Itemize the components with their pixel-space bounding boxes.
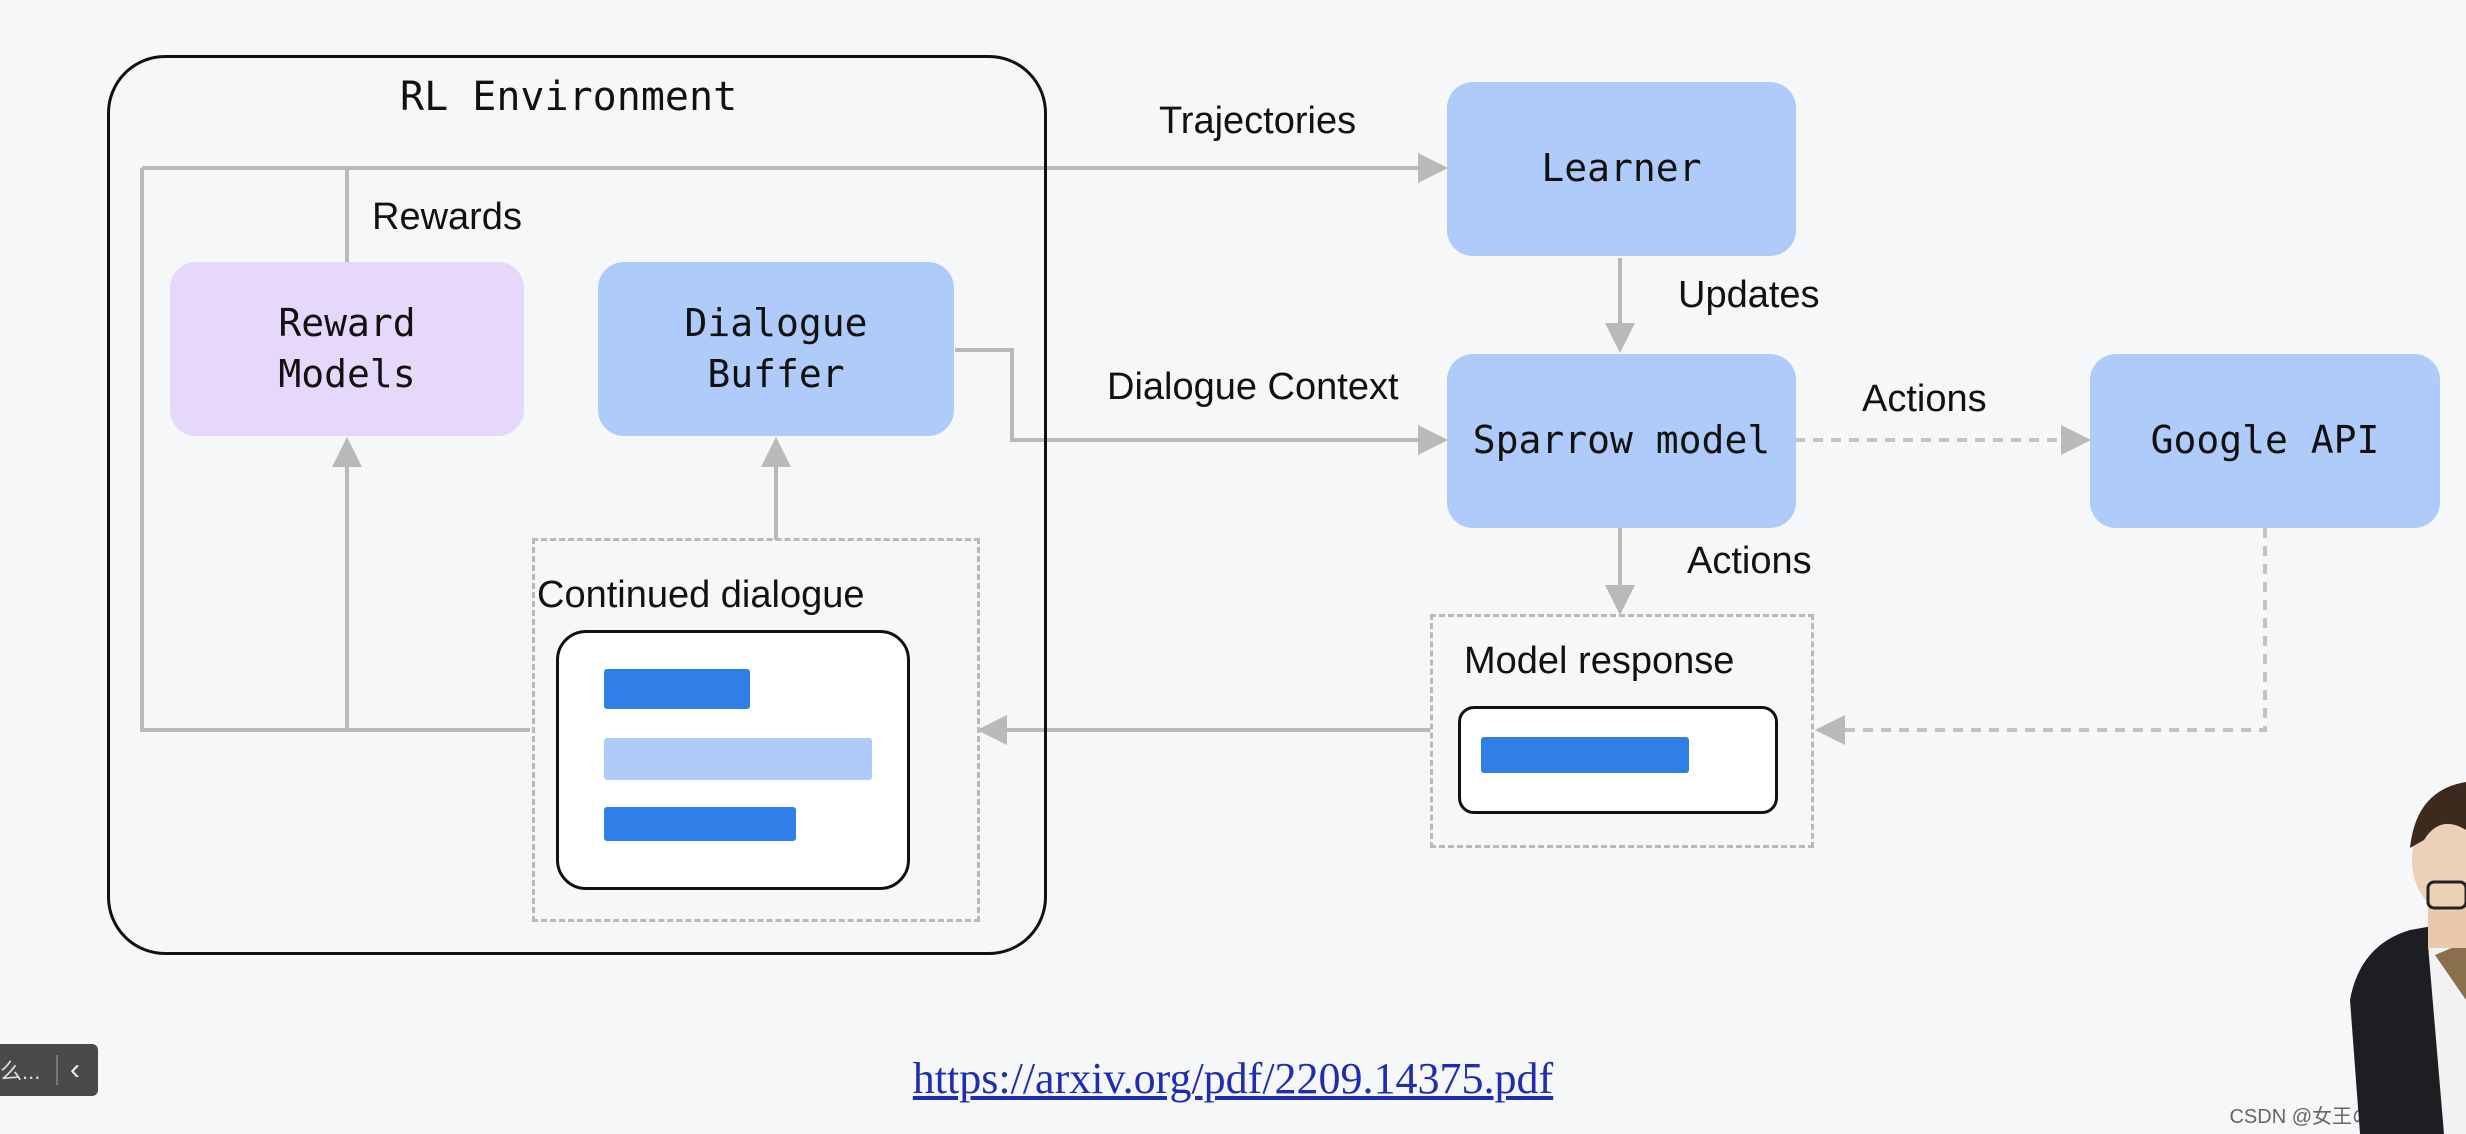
left-feedback-line (140, 168, 530, 732)
response-bar (1481, 737, 1689, 773)
actions-response-label: Actions (1687, 540, 1812, 582)
continued-dialogue-label: Continued dialogue (537, 574, 865, 616)
collapse-button[interactable]: 么... ‹ (0, 1044, 98, 1096)
google-api-node: Google API (2090, 354, 2440, 528)
dialogue-bar-1 (604, 669, 750, 709)
reward-models-node: Reward Models (170, 262, 524, 436)
rl-environment-frame (107, 55, 1047, 955)
presenter-avatar (2340, 770, 2466, 1134)
collapse-divider (56, 1055, 58, 1085)
chevron-left-icon: ‹ (70, 1053, 80, 1086)
model-response-group (1430, 614, 1814, 848)
collapse-button-text: 么... (0, 1059, 41, 1084)
paper-link-container: https://arxiv.org/pdf/2209.14375.pdf (0, 1053, 2466, 1104)
sparrow-model-node: Sparrow model (1447, 354, 1796, 528)
continued-dialogue-card (556, 630, 910, 890)
paper-link[interactable]: https://arxiv.org/pdf/2209.14375.pdf (912, 1054, 1554, 1103)
trajectories-label: Trajectories (1159, 100, 1357, 142)
actions-api-label: Actions (1862, 378, 1987, 420)
model-response-card (1458, 706, 1778, 814)
rl-environment-title: RL Environment (400, 74, 738, 120)
model-response-label: Model response (1464, 640, 1735, 682)
dialogue-bar-3 (604, 807, 796, 841)
dialogue-bar-2 (604, 738, 872, 780)
dialogue-buffer-node: Dialogue Buffer (598, 262, 954, 436)
api-return-arrow (1815, 528, 2267, 745)
rewards-label: Rewards (372, 196, 522, 238)
dialogue-context-label: Dialogue Context (1107, 366, 1399, 408)
continued-dialogue-group (532, 538, 980, 922)
dialogue-context-arrow (955, 348, 1448, 455)
updates-label: Updates (1678, 274, 1820, 316)
learner-node: Learner (1447, 82, 1796, 256)
